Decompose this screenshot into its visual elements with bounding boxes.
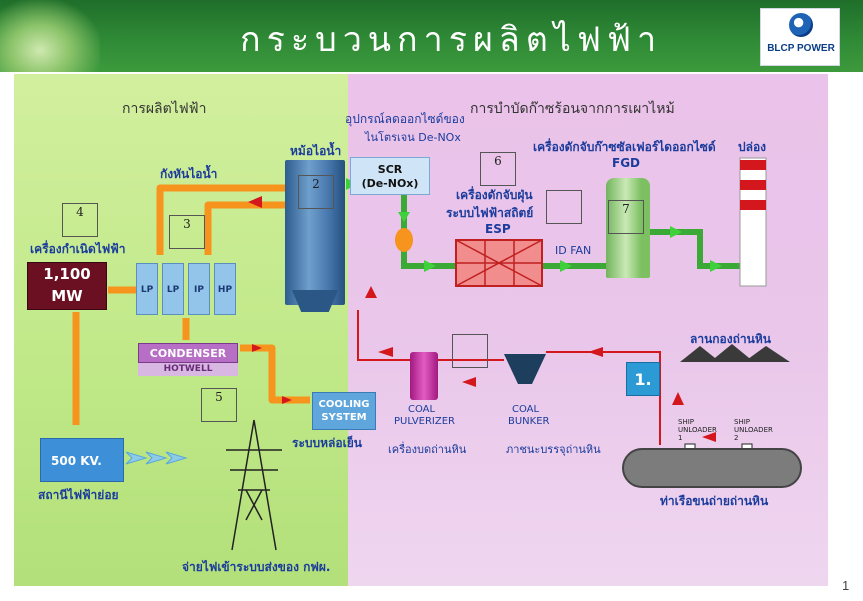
number-box-6: 6 bbox=[480, 152, 516, 186]
ammonia-tank bbox=[395, 228, 413, 252]
generator-capacity-value: 1,100 bbox=[43, 265, 91, 283]
page-title: กระบวนการผลิตไฟฟ้า bbox=[240, 20, 663, 60]
esp-precipitator bbox=[455, 239, 543, 287]
header-leaf-image bbox=[0, 0, 100, 72]
esp-label-line2: ระบบไฟฟ้าสถิตย์ bbox=[446, 206, 534, 220]
boiler-label: หม้อไอน้ำ bbox=[290, 144, 342, 158]
number-box-2: 2 bbox=[298, 175, 334, 209]
coal-ship bbox=[622, 448, 802, 488]
transmission-tower bbox=[226, 419, 282, 551]
flue-gas-lines bbox=[347, 181, 742, 269]
turbine-stage-hp: HP bbox=[214, 263, 236, 315]
left-panel-title: การผลิตไฟฟ้า bbox=[122, 101, 207, 117]
ship-unloader-1-label: SHIP UNLOADER 1 bbox=[678, 418, 717, 442]
boiler bbox=[285, 160, 345, 305]
fgd-label-line2: FGD bbox=[612, 156, 641, 170]
logo-emblem-icon bbox=[789, 13, 813, 37]
coal-bunker-shape bbox=[504, 354, 546, 384]
denox-label-line2: ไนโตรเจน De-NOx bbox=[365, 131, 461, 144]
cooling-system: COOLING SYSTEM bbox=[312, 392, 376, 430]
coal-pulverizer bbox=[410, 352, 438, 400]
pulverizer-label-line1: COAL bbox=[408, 404, 436, 415]
bunker-label-line1: COAL bbox=[512, 404, 540, 415]
flow-arrows bbox=[248, 196, 716, 442]
turbine-stage-lp1: LP bbox=[136, 263, 158, 315]
esp-label-line3: ESP bbox=[485, 222, 511, 236]
turbine-stage-lp2: LP bbox=[162, 263, 184, 315]
fgd-absorber bbox=[606, 178, 650, 278]
logo-text: BLCP POWER bbox=[767, 43, 835, 54]
generator-capacity-unit: MW bbox=[51, 287, 83, 305]
coal-flow-lines bbox=[357, 310, 661, 445]
coal-yard-label: ลานกองถ่านหิน bbox=[690, 332, 771, 346]
power-generation-panel bbox=[14, 74, 348, 586]
blank-box-esp bbox=[546, 190, 582, 224]
cooling-label-line1: COOLING bbox=[318, 399, 370, 410]
hotwell: HOTWELL bbox=[138, 363, 238, 376]
esp-label-line1: เครื่องดักจับฝุ่น bbox=[456, 188, 533, 202]
cooling-thai-label: ระบบหล่อเย็น bbox=[292, 436, 362, 450]
bunker-thai-label: ภาชนะบรรจุถ่านหิน bbox=[506, 443, 601, 456]
right-panel-title: การบำบัดก๊าซร้อนจากการเผาไหม้ bbox=[470, 101, 675, 117]
id-fan-label: ID FAN bbox=[555, 244, 592, 257]
boiler-hopper bbox=[292, 290, 338, 312]
coal-yard-piles bbox=[680, 344, 790, 362]
number-box-7: 7 bbox=[608, 200, 644, 234]
fgd-label-line1: เครื่องดักจับก๊าซซัลเฟอร์ไดออกไซด์ bbox=[533, 140, 716, 154]
cooling-label-line2: SYSTEM bbox=[321, 412, 367, 423]
transmission-label: จ่ายไฟเข้าระบบส่งของ กฟผ. bbox=[182, 560, 331, 574]
transmission-arrows bbox=[125, 451, 188, 465]
scr-sublabel: (De-NOx) bbox=[361, 177, 419, 190]
company-logo: BLCP POWER bbox=[760, 8, 840, 66]
page-number: 1 bbox=[842, 578, 850, 593]
chimney-label: ปล่อง bbox=[738, 140, 767, 154]
number-box-4: 4 bbox=[62, 203, 98, 237]
pulverizer-thai-label: เครื่องบดถ่านหิน bbox=[388, 443, 467, 456]
bunker-label-line2: BUNKER bbox=[508, 416, 550, 427]
scr-denox-unit: SCR (De-NOx) bbox=[350, 157, 430, 195]
scr-label: SCR bbox=[377, 163, 403, 176]
turbine-label: กังหันไอน้ำ bbox=[160, 167, 218, 181]
jetty-label: ท่าเรือขนถ่ายถ่านหิน bbox=[660, 494, 769, 508]
number-box-5: 5 bbox=[201, 388, 237, 422]
blank-box-pulverizer bbox=[452, 334, 488, 368]
header-bar: กระบวนการผลิตไฟฟ้า BLCP POWER bbox=[0, 0, 863, 72]
ship-unloader-2-label: SHIP UNLOADER 2 bbox=[734, 418, 773, 442]
substation-thai-label: สถานีไฟฟ้าย่อย bbox=[38, 488, 119, 502]
turbine-stage-ip: IP bbox=[188, 263, 210, 315]
number-box-3: 3 bbox=[169, 215, 205, 249]
substation: 500 KV. bbox=[40, 438, 124, 482]
pulverizer-label-line2: PULVERIZER bbox=[394, 416, 455, 427]
denox-label-line1: อุปกรณ์ลดออกไซด์ของ bbox=[345, 112, 465, 126]
generator-capacity-box: 1,100 MW bbox=[27, 262, 107, 310]
condenser: CONDENSER bbox=[138, 343, 238, 363]
generator-label: เครื่องกำเนิดไฟฟ้า bbox=[30, 242, 126, 256]
chimney-stack bbox=[739, 157, 767, 287]
step-number-badge: 1. bbox=[626, 362, 660, 396]
